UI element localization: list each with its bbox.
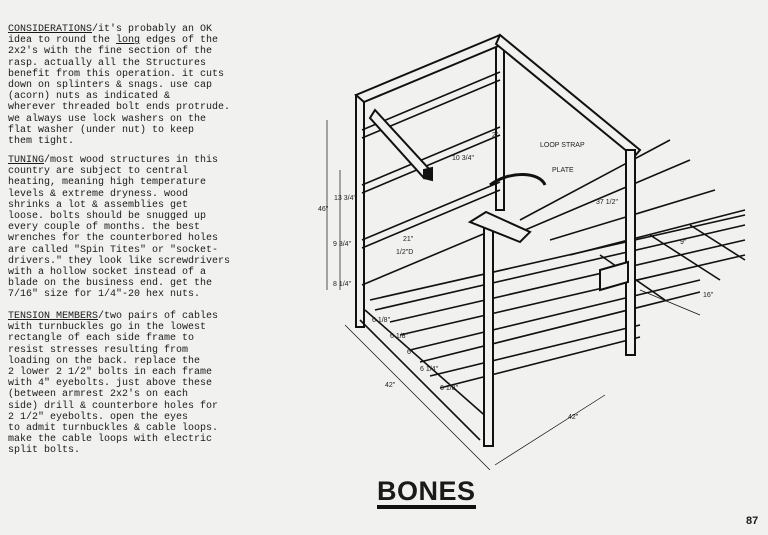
dim-label: 6 1/8" <box>372 317 391 324</box>
dim-label: 6" <box>407 349 414 356</box>
front-frame <box>467 149 636 447</box>
dimension-lines <box>326 120 701 470</box>
back-frame <box>354 33 642 328</box>
tuning-paragraph: TUNING/most wood structures in this coun… <box>8 155 231 301</box>
seat-slats <box>359 139 746 441</box>
dim-label: 42" <box>385 382 396 389</box>
dim-label: 9" <box>680 239 687 246</box>
dim-label: 9 3/4" <box>333 241 352 248</box>
dim-label: 10 3/4" <box>452 155 474 162</box>
isometric-chair-drawing: LOOP STRAP PLATE 2" 10 3/4" 46" 13 3/4" … <box>318 33 746 470</box>
considerations-paragraph: CONSIDERATIONS/it's probably an OK idea … <box>8 24 231 148</box>
loop-strap-label: LOOP STRAP <box>540 142 585 149</box>
dim-label: 13 3/4" <box>334 195 356 202</box>
dim-label: 2" <box>492 132 499 139</box>
page-title: BONES <box>377 478 476 509</box>
tension-members-paragraph: TENSION MEMBERS/two pairs of cables with… <box>8 311 219 457</box>
dim-label: 8 1/4" <box>333 281 352 288</box>
dim-label: 42" <box>568 414 579 421</box>
dim-label: 6 1/4" <box>420 366 439 373</box>
page-number: 87 <box>746 515 759 527</box>
dim-label: 6 1/8" <box>440 385 459 392</box>
plate-label: PLATE <box>552 167 574 174</box>
section-heading: TENSION MEMBERS <box>8 311 99 322</box>
dim-label: 21" <box>403 236 414 243</box>
dim-label: 1/2"D <box>396 249 413 256</box>
dim-label: 16" <box>703 292 714 299</box>
dim-label: 6 1/8" <box>390 333 409 340</box>
section-heading: TUNING <box>8 155 45 166</box>
dim-label: 46" <box>318 206 329 213</box>
section-heading: CONSIDERATIONS <box>8 24 93 35</box>
dim-label: 37 1/2" <box>596 199 618 206</box>
